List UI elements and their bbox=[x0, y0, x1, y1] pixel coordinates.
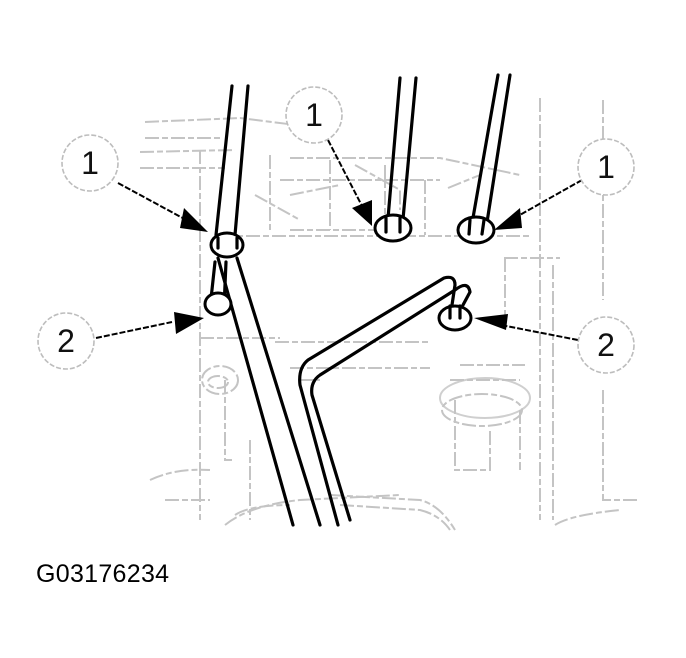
callout-2-right: 2 bbox=[577, 316, 635, 374]
fitting-left-lower bbox=[203, 291, 233, 317]
callout-leaders bbox=[95, 139, 583, 341]
background-structure bbox=[139, 98, 640, 531]
fitting-right-lower bbox=[437, 304, 473, 332]
figure-id-label: G03176234 bbox=[36, 560, 170, 588]
callout-number: 2 bbox=[597, 327, 615, 363]
callout-1-left: 1 bbox=[61, 134, 119, 192]
callout-1-right: 1 bbox=[577, 138, 635, 196]
callout-number: 2 bbox=[57, 323, 75, 359]
callout-2-left: 2 bbox=[37, 312, 95, 370]
fitting-right-upper bbox=[456, 215, 496, 245]
fitting-center-upper bbox=[373, 213, 413, 243]
fittings bbox=[203, 213, 496, 332]
callout-number: 1 bbox=[305, 97, 323, 133]
callout-number: 1 bbox=[81, 145, 99, 181]
pipes bbox=[208, 73, 512, 527]
callout-number: 1 bbox=[597, 149, 615, 185]
callout-1-center: 1 bbox=[285, 86, 343, 144]
